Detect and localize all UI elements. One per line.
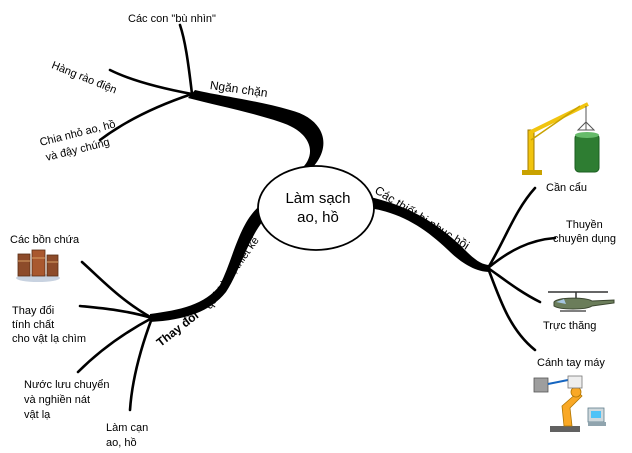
leaf-flow-line-1: Nước lưu chuyển (24, 379, 110, 391)
branch-top (188, 90, 324, 178)
leaf-drain-line-1: Làm cạn (106, 422, 149, 434)
leaf-robot-arm: Cánh tay máy (537, 357, 605, 369)
leaf-flow-line-3: vật lạ (24, 409, 51, 421)
leaf-boat-line-2: chuyên dụng (553, 233, 616, 245)
leaf-scarecrow: Các con "bù nhìn" (128, 13, 216, 25)
leaf-property-line-3: cho vật lạ chìm (12, 333, 86, 345)
branch-left (150, 200, 274, 322)
leaf-helicopter: Trực thăng (543, 320, 597, 332)
leaf-flow-line-2: và nghiền nát (24, 394, 91, 406)
leaf-tanks: Các bồn chứa (10, 234, 80, 246)
center-line-1: Làm sạch (285, 190, 351, 207)
branch-right (365, 196, 490, 272)
leaf-property-line-1: Thay đổi (12, 305, 55, 317)
center-title: Làm sạch ao, hồ (263, 168, 373, 248)
robot-arm-icon (533, 375, 606, 432)
barrels-icon (16, 249, 60, 282)
leaf-boat-line-1: Thuyền (566, 219, 603, 231)
center-node (257, 165, 375, 251)
center-line-2: ao, hồ (297, 209, 339, 226)
helicopter-icon (548, 291, 615, 312)
leaf-property-line-2: tính chất (12, 319, 55, 331)
leaf-drain-line-2: ao, hồ (106, 437, 137, 449)
leaf-crane: Cần cẩu (546, 182, 587, 194)
crane-icon (522, 102, 600, 175)
